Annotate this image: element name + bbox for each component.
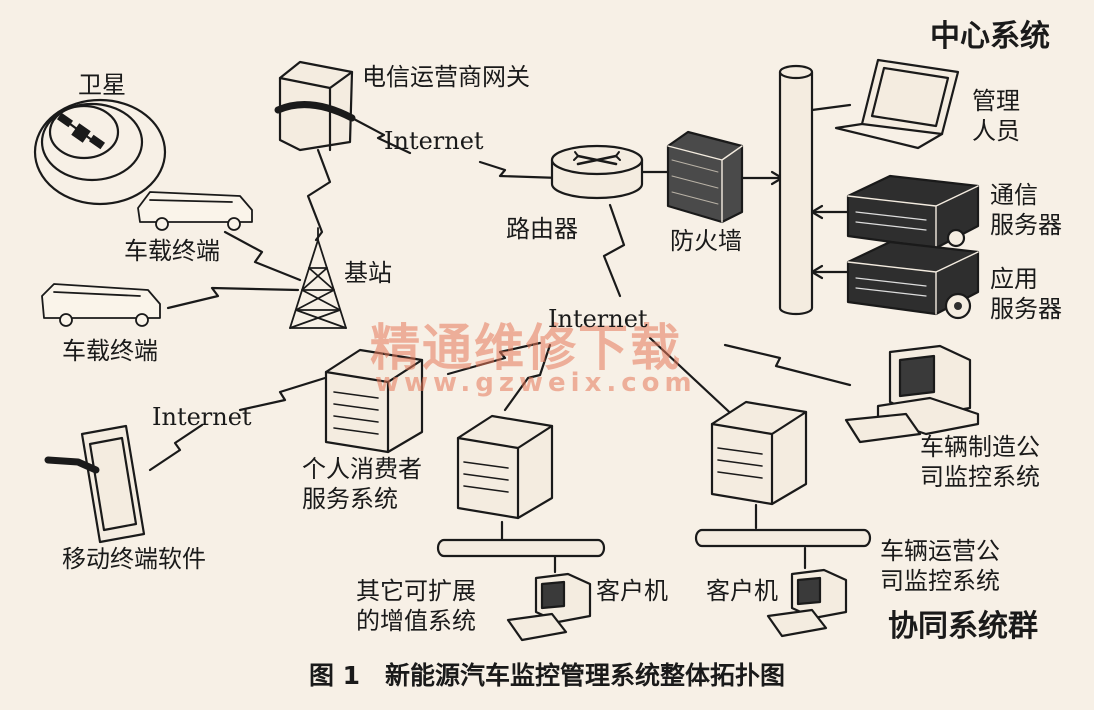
client-computer-1-icon [506, 572, 592, 642]
vehicle-1-icon [137, 191, 253, 231]
app-server-icon [846, 240, 980, 320]
label-internet-mid: Internet [548, 305, 648, 333]
label-client-2: 客户机 [706, 577, 778, 605]
link-admin-bus [810, 103, 852, 112]
label-client-1: 客户机 [596, 577, 668, 605]
watermark-url: www.gzweix.com [375, 368, 697, 398]
link-internet-router [478, 160, 562, 180]
base-station-icon [289, 227, 347, 329]
label-center-system: 中心系统 [930, 19, 1050, 54]
link-personal-internet-left [238, 376, 327, 412]
label-collab-group: 协同系统群 [888, 609, 1038, 644]
link-internet-personal [446, 341, 542, 376]
lan-bar-2 [694, 528, 872, 548]
satellite-icon [33, 98, 167, 206]
label-personal-service: 个人消费者 服务系统 [302, 455, 422, 513]
laptop-icon [834, 58, 960, 150]
link-internet-manufacturer [723, 343, 852, 387]
link-gateway-router [350, 116, 412, 155]
link-mobile-internet-left [148, 423, 204, 472]
link-router-internet [602, 203, 626, 298]
gateway-icon [274, 60, 356, 152]
label-internet-top: Internet [384, 127, 484, 155]
vehicle-2-icon [41, 283, 161, 327]
label-satellite: 卫星 [78, 71, 126, 99]
label-gateway: 电信运营商网关 [362, 63, 530, 91]
link-internet-other [503, 343, 552, 412]
label-operator-monitor: 车辆运营公 司监控系统 [880, 537, 1000, 595]
mobile-tablet-icon [44, 424, 146, 544]
link-vehicle1-tower [223, 230, 302, 282]
operator-server-icon [710, 400, 808, 506]
value-added-server-icon [456, 414, 554, 520]
label-comm-server: 通信 服务器 [990, 181, 1062, 239]
label-router: 路由器 [506, 215, 578, 243]
label-other-systems: 其它可扩展 的增值系统 [356, 577, 476, 635]
link-internet-operator [648, 336, 742, 424]
client-computer-2-icon [766, 568, 848, 638]
label-firewall: 防火墙 [670, 227, 742, 255]
lan-bar-1 [436, 538, 606, 558]
comm-server-icon [846, 174, 980, 250]
label-mobile-software: 移动终端软件 [62, 545, 206, 573]
manufacturer-computer-icon [844, 344, 980, 444]
central-bus [778, 64, 814, 316]
router-icon [550, 144, 644, 200]
figure-caption: 图 1 新能源汽车监控管理系统整体拓扑图 [308, 661, 786, 690]
label-vehicle-terminal-1: 车载终端 [124, 237, 220, 265]
label-vehicle-terminal-2: 车载终端 [62, 337, 158, 365]
link-vehicle2-tower [166, 286, 300, 310]
label-base-station: 基站 [344, 259, 392, 287]
firewall-icon [666, 130, 744, 224]
label-manufacturer-monitor: 车辆制造公 司监控系统 [920, 433, 1040, 491]
link-gateway-basestation [306, 148, 332, 242]
personal-service-server-icon [324, 348, 424, 454]
label-admin: 管理 人员 [972, 87, 1020, 145]
label-internet-left: Internet [152, 403, 252, 431]
watermark-text: 精通维修下载 [370, 319, 682, 377]
label-app-server: 应用 服务器 [990, 265, 1062, 323]
